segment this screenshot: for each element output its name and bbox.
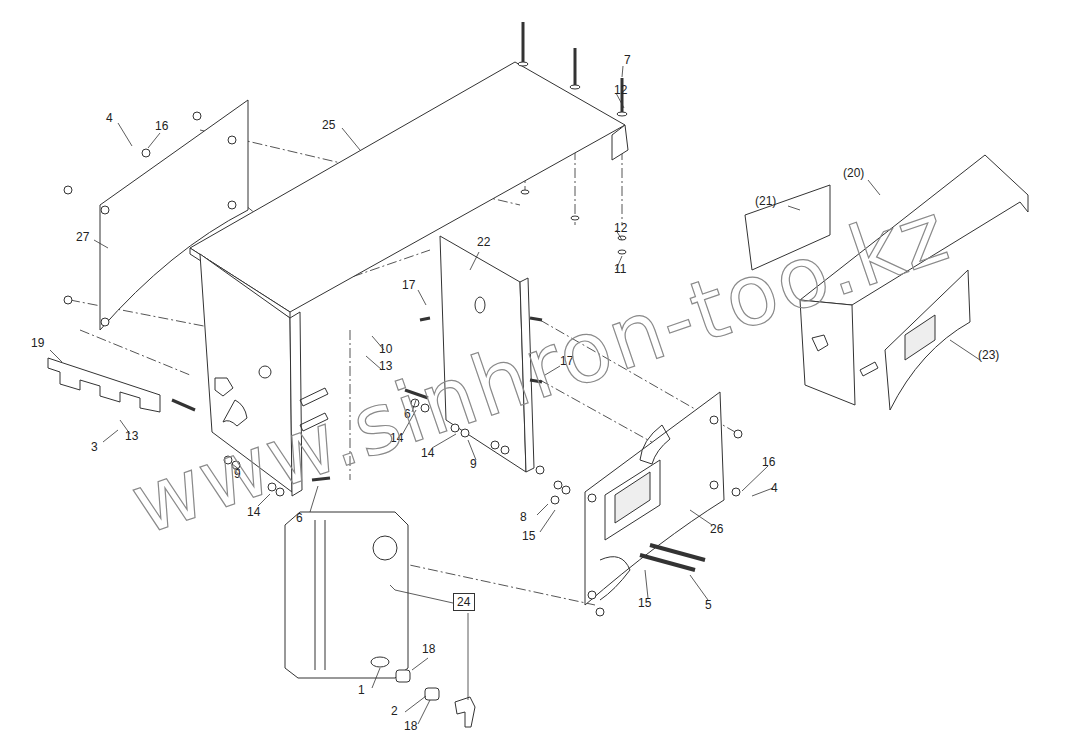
callout-number: 9 <box>470 458 477 470</box>
callout-number: 16 <box>762 456 775 468</box>
tank <box>285 512 408 678</box>
callout-number: 10 <box>379 343 392 355</box>
frame-top <box>190 62 625 312</box>
callout-number: 18 <box>404 720 417 732</box>
plate-19 <box>48 358 160 412</box>
callout-number: (23) <box>978 349 999 361</box>
callout-number: 24 <box>457 596 471 608</box>
callout-number: 5 <box>705 599 712 611</box>
callout-number: (20) <box>843 167 864 179</box>
callout-number: 22 <box>477 236 490 248</box>
callout-box: 24 <box>453 593 475 611</box>
callout-number: 12 <box>614 84 627 96</box>
frame-flange <box>612 125 628 160</box>
callout-number: 15 <box>522 530 535 542</box>
callout-number: 27 <box>76 231 89 243</box>
callout-number: 17 <box>402 279 415 291</box>
panel-26 <box>585 392 724 605</box>
callout-number: 3 <box>91 441 98 453</box>
callout-number: 4 <box>106 112 113 124</box>
callout-number: 12 <box>614 222 627 234</box>
callout-number: 13 <box>125 430 138 442</box>
callout-number: 4 <box>771 482 778 494</box>
callout-number: 16 <box>155 120 168 132</box>
callout-number: 18 <box>422 643 435 655</box>
callout-number: 13 <box>379 360 392 372</box>
callout-number: (21) <box>755 195 776 207</box>
callout-number: 2 <box>391 705 398 717</box>
callout-number: 15 <box>638 597 651 609</box>
callout-number: 26 <box>710 523 723 535</box>
panel-27 <box>100 100 248 330</box>
callout-number: 11 <box>614 263 626 275</box>
callout-number: 8 <box>520 511 527 523</box>
callout-number: 7 <box>624 54 631 66</box>
callout-number: 1 <box>358 684 365 696</box>
callout-number: 6 <box>296 512 303 524</box>
panel-23 <box>885 270 970 410</box>
callout-number: 19 <box>31 337 44 349</box>
callout-number: 25 <box>322 119 335 131</box>
